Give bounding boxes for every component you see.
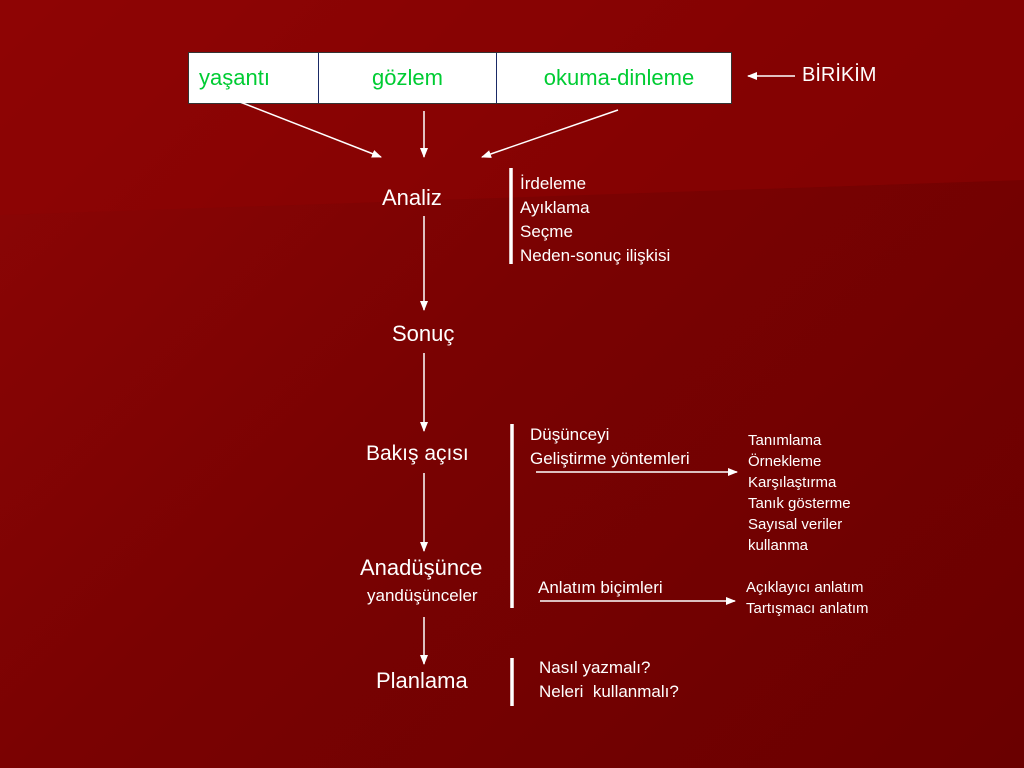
method-item: Sayısal veriler — [748, 516, 843, 533]
dusunceyi-gelistirme: Düşünceyi Geliştirme yöntemleri — [530, 423, 690, 471]
node-sonuc: Sonuç — [392, 321, 455, 346]
node-analiz: Analiz — [382, 185, 442, 210]
node-bakis-acisi: Bakış açısı — [366, 442, 469, 465]
anlatim-label: Anlatım biçimleri — [538, 578, 663, 597]
method-item: Tanımlama — [748, 432, 822, 449]
method-item: Örnekleme — [748, 453, 822, 470]
analiz-detail-item: İrdeleme — [520, 174, 587, 193]
planlama-question: Neleri kullanmalı? — [539, 682, 679, 701]
source-cell-gozlem: gözlem — [319, 53, 497, 103]
birikim-label: BİRİKİM — [802, 64, 877, 86]
planlama-questions: Nasıl yazmalı? Neleri kullanmalı? — [539, 656, 679, 704]
method-item: Tanık gösterme — [748, 495, 851, 512]
node-planlama: Planlama — [376, 668, 468, 693]
source-cell-okuma-dinleme: okuma-dinleme — [543, 65, 695, 90]
method-item: Karşılaştırma — [748, 474, 837, 491]
gelistirme-methods: Tanımlama Örnekleme Karşılaştırma Tanık … — [748, 430, 851, 556]
analiz-detail-item: Neden-sonuç ilişkisi — [520, 246, 671, 265]
source-box: yaşantı gözlem okuma-dinleme — [188, 52, 732, 104]
dusunceyi-line: Geliştirme yöntemleri — [530, 449, 690, 468]
source-cell-yasanti: yaşantı — [189, 53, 319, 103]
analiz-detail-item: Seçme — [520, 222, 573, 241]
arrow-yasanti-analiz — [239, 101, 382, 158]
method-item: kullanma — [748, 537, 809, 554]
analiz-details: İrdeleme Ayıklama Seçme Neden-sonuç iliş… — [520, 172, 670, 268]
anlatim-types: Açıklayıcı anlatım Tartışmacı anlatım — [746, 577, 869, 619]
node-yandusunceler: yandüşünceler — [367, 586, 478, 605]
planlama-question: Nasıl yazmalı? — [539, 658, 651, 677]
analiz-detail-item: Ayıklama — [520, 198, 590, 217]
dusunceyi-line: Düşünceyi — [530, 425, 610, 444]
arrow-okuma-analiz — [481, 109, 619, 158]
node-anadusunce: Anadüşünce — [360, 555, 483, 580]
anlatim-type-item: Açıklayıcı anlatım — [746, 579, 864, 596]
anlatim-type-item: Tartışmacı anlatım — [746, 600, 869, 617]
